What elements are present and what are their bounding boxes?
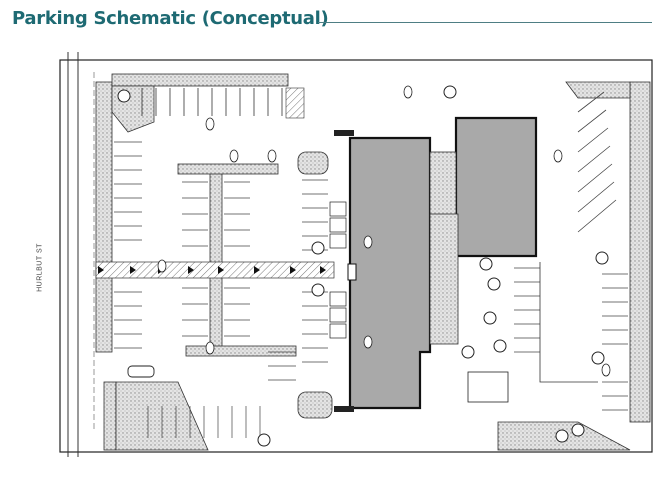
main-building — [348, 136, 432, 410]
parking-row-south — [147, 351, 296, 438]
parking-block-west — [114, 141, 142, 349]
parking-center-stalls — [182, 181, 250, 337]
parking-island-south — [185, 345, 297, 357]
accessible-stalls — [329, 201, 347, 339]
street-label: HURLBUT ST — [36, 243, 44, 292]
parking-angled-east — [577, 91, 617, 233]
loading-area — [467, 371, 509, 403]
hatched-area-north — [285, 87, 305, 119]
annotation-callouts — [157, 85, 611, 377]
car-icon — [127, 365, 155, 378]
building-entry-notch — [347, 263, 357, 281]
title-rule — [318, 22, 652, 23]
pedestrian-crosswalk — [95, 261, 335, 279]
parking-row-east-lower — [602, 273, 628, 411]
drive-aisle-east — [539, 262, 598, 383]
page-title: Parking Schematic (Conceptual) — [12, 8, 329, 29]
site-boundary — [59, 59, 653, 453]
parking-island-cross — [177, 163, 279, 175]
landscape-strip-north — [111, 73, 289, 87]
landscape-strip-west — [95, 81, 113, 353]
courtyard — [429, 151, 457, 217]
landscape-island-west-building — [297, 151, 329, 175]
parking-island-center — [209, 169, 223, 351]
tree-symbols — [117, 85, 609, 447]
building-columns — [334, 130, 354, 412]
courtyard-south — [429, 213, 459, 345]
annex-building — [454, 116, 538, 258]
parking-row-annex-south — [514, 267, 540, 353]
site-plan — [59, 52, 653, 457]
landscape-corner-northeast — [565, 81, 631, 99]
parking-row-north — [141, 88, 283, 116]
landscape-strip-east — [629, 81, 651, 423]
landscape-island-sw-building — [297, 391, 333, 419]
landscape-strip-southwest — [103, 381, 117, 451]
